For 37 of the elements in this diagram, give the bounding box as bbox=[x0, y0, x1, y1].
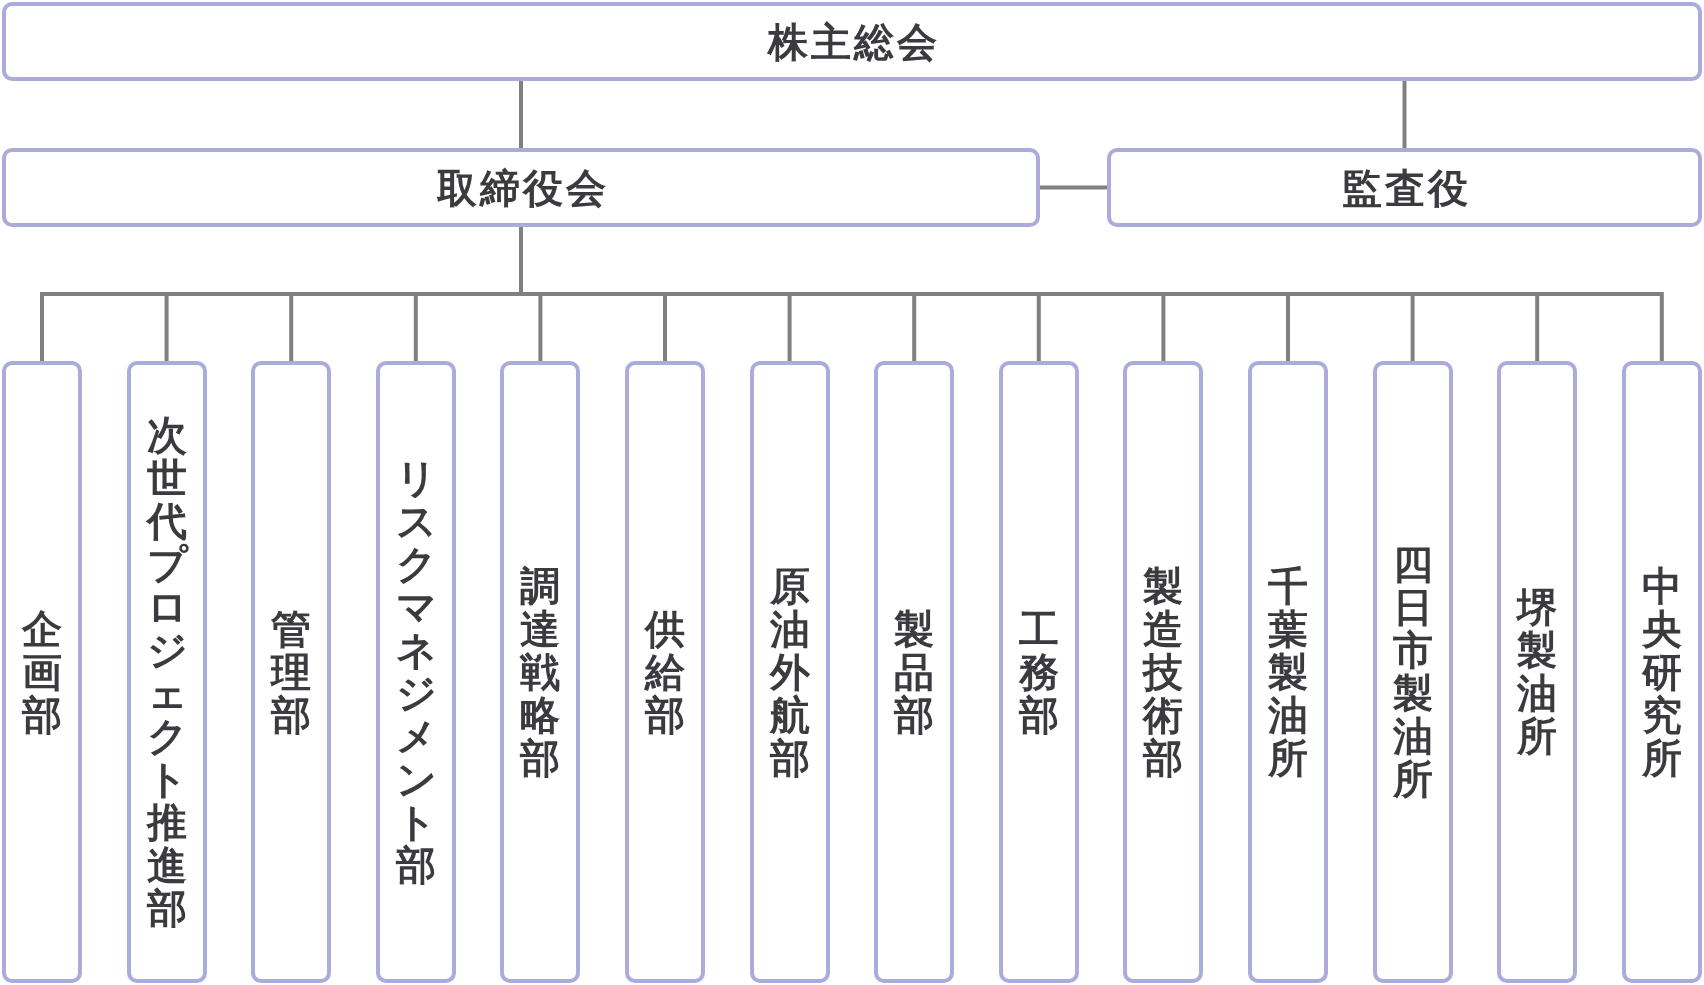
unit-label: 堺製油所 bbox=[1517, 586, 1558, 758]
unit-label: 株主総会 bbox=[766, 21, 940, 62]
org-unit-box bbox=[1107, 148, 1702, 227]
unit-label: 取締役会 bbox=[435, 167, 609, 208]
org-unit-box bbox=[251, 361, 332, 983]
unit-label: リスクマネジメント部 bbox=[395, 457, 436, 887]
org-unit-box bbox=[1621, 361, 1702, 983]
org-unit-box bbox=[998, 361, 1079, 983]
org-unit-box bbox=[375, 361, 456, 983]
unit-label: 次世代プロジェクト推進部 bbox=[146, 414, 187, 930]
connector-line bbox=[519, 81, 523, 148]
unit-label: 中央研究所 bbox=[1641, 564, 1682, 780]
connector-line bbox=[1040, 185, 1107, 190]
org-unit-box bbox=[625, 361, 705, 983]
unit-label: 原油外航部 bbox=[769, 564, 810, 780]
unit-label: 千葉製油所 bbox=[1268, 564, 1308, 780]
unit-label: 製品部 bbox=[894, 607, 935, 737]
org-unit-box bbox=[874, 361, 955, 983]
unit-label: 製造技術部 bbox=[1143, 564, 1184, 780]
unit-label: 企画部 bbox=[22, 607, 62, 737]
org-unit-box bbox=[2, 148, 1040, 227]
unit-label: 供給部 bbox=[645, 607, 685, 737]
org-unit-box bbox=[2, 2, 1702, 81]
unit-label: 四日市製油所 bbox=[1392, 543, 1433, 801]
unit-label: 管理部 bbox=[271, 607, 312, 737]
org-unit-box bbox=[2, 361, 82, 983]
org-unit-box bbox=[1372, 361, 1453, 983]
org-unit-box bbox=[126, 361, 207, 983]
org-unit-box bbox=[1497, 361, 1578, 983]
org-unit-box bbox=[1123, 361, 1204, 983]
unit-label: 調達戦略部 bbox=[520, 564, 561, 780]
unit-label: 工務部 bbox=[1018, 607, 1059, 737]
org-unit-box bbox=[1248, 361, 1328, 983]
org-unit-box bbox=[749, 361, 830, 983]
org-unit-box bbox=[500, 361, 581, 983]
connector-line bbox=[1402, 81, 1407, 148]
unit-label: 監査役 bbox=[1340, 167, 1471, 208]
